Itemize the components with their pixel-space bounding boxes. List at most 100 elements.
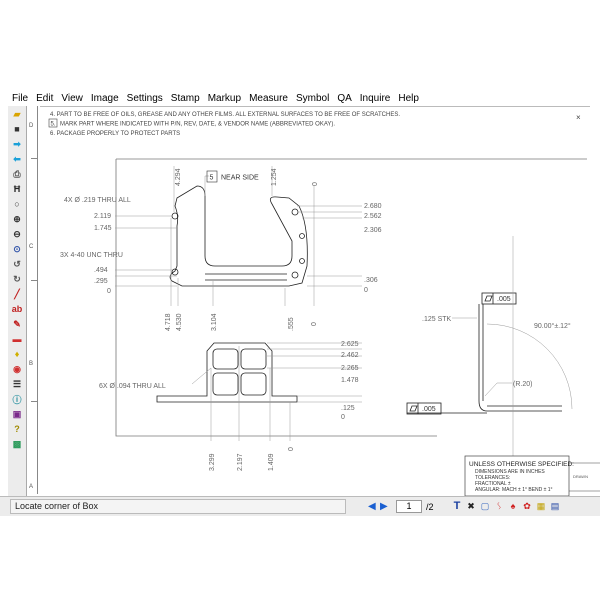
top-view-dim-lines: [115, 166, 362, 306]
help-icon[interactable]: ?: [14, 424, 20, 434]
side-view: [406, 292, 562, 415]
top-view-labels: 4X Ø .219 THRU ALL 3X 4-40 UNC THRU 5 NE…: [60, 168, 382, 331]
menu-view[interactable]: View: [61, 92, 83, 104]
zone-a: A: [29, 484, 34, 490]
menu-inquire[interactable]: Inquire: [359, 92, 391, 104]
compare-icon[interactable]: ▤: [550, 501, 560, 511]
zoom-icon[interactable]: ○: [14, 199, 20, 209]
menu-image[interactable]: Image: [90, 92, 119, 104]
dim-label: 0: [107, 288, 111, 295]
window-icon[interactable]: ▢: [480, 501, 490, 511]
thread-callout: 3X 4-40 UNC THRU: [60, 252, 123, 259]
side-view-labels: .005 .005 .125 STK 90.00°±.12° (R.20): [422, 296, 571, 413]
status-message: Locate corner of Box: [10, 499, 346, 514]
left-toolbar: ▰ ■ ➡ ⬅ ⎙ Ħ ○ ⊕ ⊖ ⊙ ↺ ↻ ╱ ab ✎ ▬ ♦ ◉ ☰ ⓘ…: [8, 106, 27, 496]
stamp-icon[interactable]: ▬: [12, 334, 22, 344]
book-icon[interactable]: ▣: [12, 408, 22, 419]
page-number-input[interactable]: 1: [396, 500, 422, 513]
lock-markup-icon[interactable]: ♠: [510, 501, 516, 511]
menu-bar: File Edit View Image Settings Stamp Mark…: [0, 90, 600, 106]
menu-stamp[interactable]: Stamp: [170, 92, 200, 104]
dim-label: 1.745: [94, 225, 112, 232]
measure-icon[interactable]: ◉: [13, 363, 21, 374]
left-frame-border: [37, 106, 38, 494]
close-icon[interactable]: ×: [576, 113, 581, 122]
zoom-in-icon[interactable]: ⊕: [13, 213, 21, 224]
binoculars-icon[interactable]: Ħ: [13, 184, 21, 194]
rotate-cw-icon[interactable]: ↻: [13, 273, 21, 284]
dim-label: 2.625: [341, 341, 359, 348]
dim-label: 2.680: [364, 203, 382, 210]
near-side-label: NEAR SIDE: [221, 175, 259, 182]
note-5: MARK PART WHERE INDICATED WITH P/N, REV,…: [60, 122, 335, 128]
dim-label: 3.299: [209, 453, 216, 471]
markup-red-icon[interactable]: ᛊ: [496, 501, 502, 511]
title-block: UNLESS OTHERWISE SPECIFIED: DIMENSIONS A…: [464, 455, 600, 496]
title-block-line: ANGULAR: MACH ± 1° BEND ± 1°: [475, 487, 553, 493]
stamp-red-icon[interactable]: ✿: [523, 501, 531, 511]
zone-tick: [31, 401, 37, 402]
top-frame-line: [40, 106, 590, 107]
side-view-dim-lines: [452, 236, 573, 456]
radius-dim: (R.20): [513, 381, 532, 388]
title-block-line: DIMENSIONS ARE IN INCHES: [475, 469, 545, 475]
text-ab-icon[interactable]: ab: [11, 304, 23, 314]
dim-label: 1.478: [341, 377, 359, 384]
zoom-area-icon[interactable]: ⊙: [13, 243, 21, 254]
map-icon[interactable]: ▩: [12, 438, 22, 449]
menu-file[interactable]: File: [12, 92, 29, 104]
title-block-line: FRACTIONAL ±: [475, 481, 511, 487]
zoom-out-icon[interactable]: ⊖: [13, 228, 21, 239]
status-bar: Locate corner of Box ◀ ▶ 1 /2 T ✖ ▢ ᛊ ♠ …: [0, 496, 600, 516]
dim-label: 4.294: [175, 168, 182, 186]
dim-label: 2.265: [341, 365, 359, 372]
print-icon[interactable]: ⎙: [13, 168, 21, 179]
front-view: [156, 342, 298, 403]
next-page-icon[interactable]: ▶: [380, 500, 388, 512]
menu-symbol[interactable]: Symbol: [295, 92, 330, 104]
close-x-icon[interactable]: ✖: [467, 501, 475, 511]
dim-label: 1.254: [271, 168, 278, 186]
menu-markup[interactable]: Markup: [207, 92, 242, 104]
prev-page-icon[interactable]: ◀: [368, 500, 376, 512]
drawing-svg: 4. PART TO BE FREE OF OILS, GREASE AND A…: [48, 112, 600, 496]
text-T-icon[interactable]: T: [453, 500, 461, 512]
markup-text-icon[interactable]: ✎: [13, 318, 21, 329]
dim-label: 2.462: [341, 352, 359, 359]
flatness-top-value: .005: [497, 296, 511, 303]
menu-help[interactable]: Help: [398, 92, 419, 104]
info-icon[interactable]: ⓘ: [12, 394, 22, 405]
forward-arrow-icon[interactable]: ➡: [13, 138, 21, 149]
pencil-icon[interactable]: ╱: [14, 288, 20, 299]
settings-sliders-icon[interactable]: ☰: [12, 378, 22, 389]
hole-callout-top: 4X Ø .219 THRU ALL: [64, 197, 131, 204]
open-folder-icon[interactable]: ▰: [13, 108, 21, 119]
dim-label: 0: [312, 182, 319, 186]
thickness-dim: .125 STK: [422, 316, 452, 323]
flag-number: 5: [210, 175, 214, 182]
menu-qa[interactable]: QA: [337, 92, 352, 104]
drawing-canvas[interactable]: D C B A 4. PART TO BE FREE OF OILS, GREA…: [27, 106, 600, 496]
dim-label: 0: [311, 322, 318, 326]
color-icon[interactable]: ▦: [536, 501, 546, 511]
zone-c: C: [29, 244, 34, 250]
dim-label: 3.104: [211, 313, 218, 331]
bulb-icon[interactable]: ♦: [14, 349, 20, 359]
save-icon[interactable]: ■: [14, 124, 20, 134]
dim-label: 1.409: [268, 453, 275, 471]
menu-settings[interactable]: Settings: [126, 92, 163, 104]
dim-label: .125: [341, 405, 355, 412]
zone-tick: [31, 280, 37, 281]
dim-label: 0: [341, 414, 345, 421]
menu-measure[interactable]: Measure: [249, 92, 288, 104]
back-arrow-icon[interactable]: ⬅: [13, 153, 21, 164]
rotate-ccw-icon[interactable]: ↺: [13, 258, 21, 269]
dim-label: 2.119: [94, 213, 111, 220]
dim-label: 0: [364, 287, 368, 294]
menu-edit[interactable]: Edit: [36, 92, 54, 104]
dim-label: .494: [94, 267, 108, 274]
note-6: 6. PACKAGE PROPERLY TO PROTECT PARTS: [50, 131, 180, 137]
flatness-bottom-value: .005: [422, 406, 436, 413]
zone-b: B: [29, 361, 34, 367]
dim-label: 2.197: [237, 453, 244, 471]
